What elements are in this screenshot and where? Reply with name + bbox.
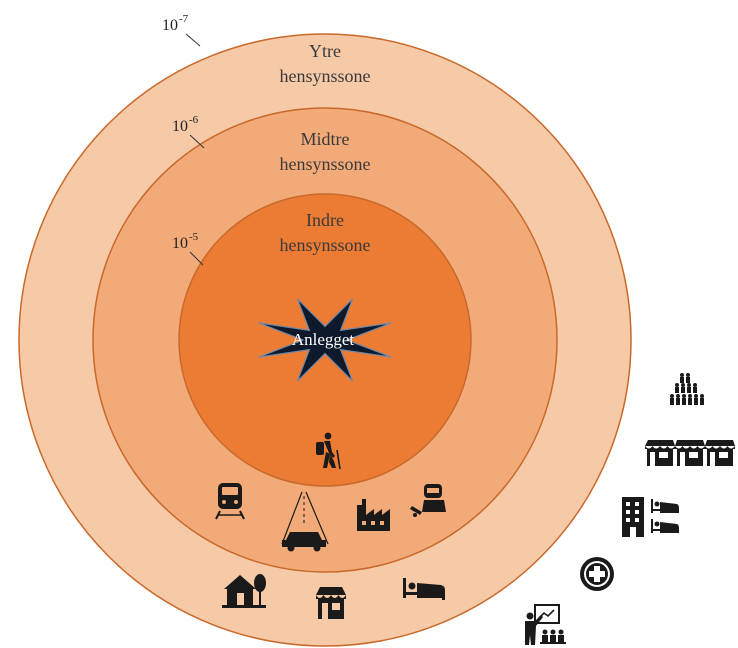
risk-exp-middle: -6 xyxy=(189,114,199,126)
school-icon xyxy=(525,604,566,645)
worker-icon xyxy=(410,484,446,517)
risk-exp-outer: -7 xyxy=(179,13,189,25)
risk-base-outer: 10 xyxy=(162,17,178,34)
middle-zone-label-line1: Midtre xyxy=(301,129,350,149)
leader-line-outer xyxy=(185,33,201,47)
factory-icon xyxy=(357,499,390,531)
risk-label-middle: 10 -6 xyxy=(172,114,205,149)
outer-zone-label-line1: Ytre xyxy=(309,41,341,61)
house-icon xyxy=(222,574,266,608)
risk-exp-inner: -5 xyxy=(189,231,199,243)
inner-zone-label-line2: hensynssone xyxy=(280,235,371,255)
hotel-icon xyxy=(622,497,679,537)
crowd-icon xyxy=(670,373,704,405)
inner-zone-label-line1: Indre xyxy=(306,210,344,230)
shops-row-icon xyxy=(645,440,735,466)
shop-icon xyxy=(316,587,346,619)
outer-zone-label-line2: hensynssone xyxy=(280,66,371,86)
facility-marker: Anlegget xyxy=(258,298,392,382)
car-road-icon xyxy=(281,491,329,552)
leader-line-middle xyxy=(189,134,205,149)
facility-label: Anlegget xyxy=(292,330,355,349)
train-icon xyxy=(215,483,245,520)
hospital-icon xyxy=(580,557,614,591)
hiker-icon xyxy=(316,432,341,470)
risk-label-inner: 10 -5 xyxy=(172,231,204,266)
bed-icon xyxy=(403,578,445,600)
middle-zone-label-line2: hensynssone xyxy=(280,154,371,174)
risk-base-inner: 10 xyxy=(172,235,188,252)
leader-line-inner xyxy=(189,251,204,266)
risk-label-outer: 10 -7 xyxy=(162,13,201,47)
facility-star-shape xyxy=(258,298,392,382)
risk-base-middle: 10 xyxy=(172,118,188,135)
